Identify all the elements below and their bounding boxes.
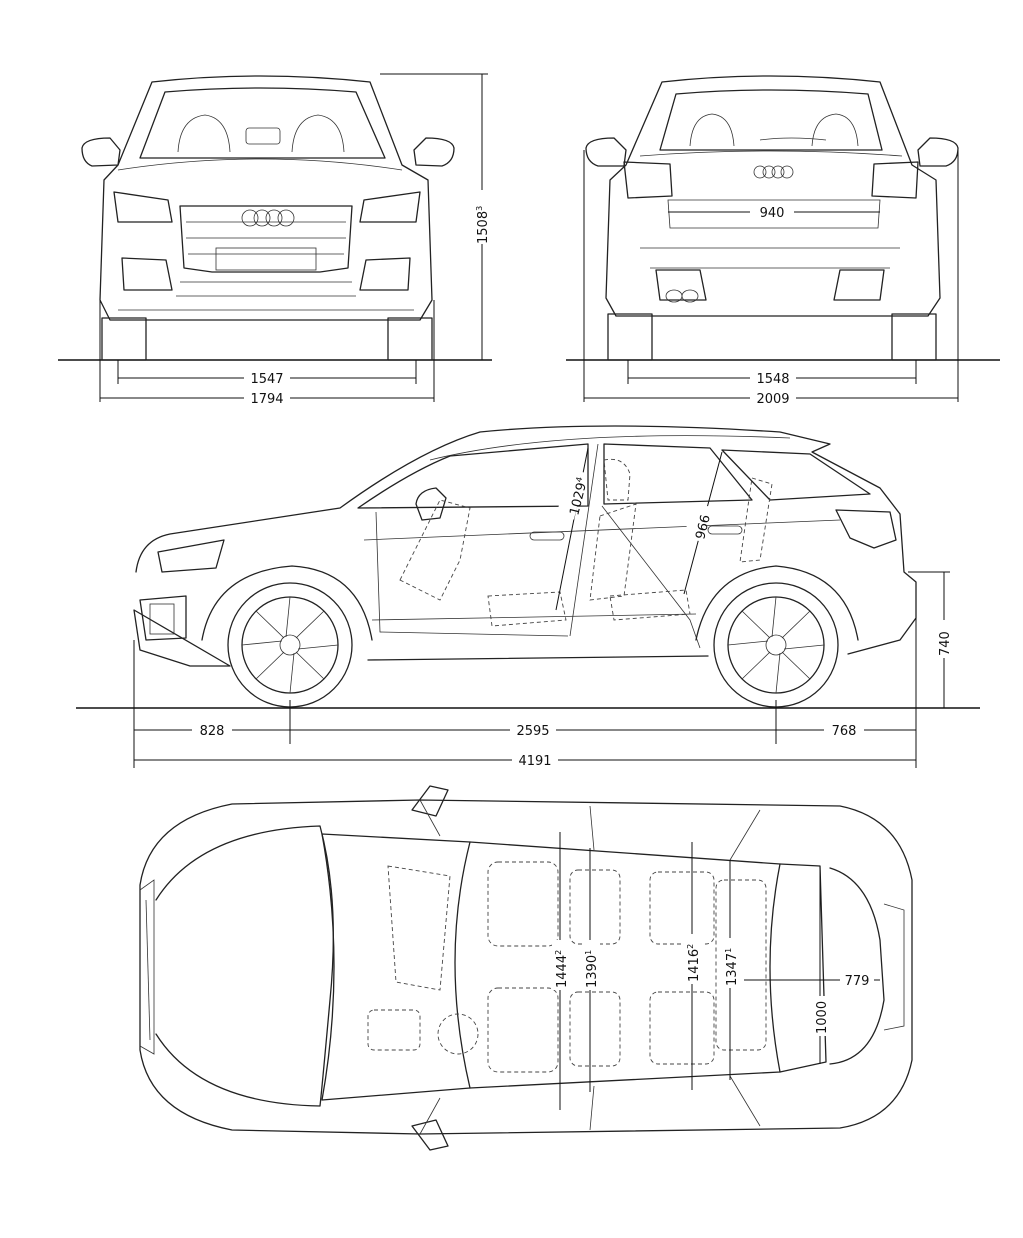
rear-shoulder-label: 14162: [686, 944, 702, 982]
load-sill-height-label: 740: [938, 631, 953, 656]
front-track-label: 1547: [250, 372, 283, 387]
front-overhang-label: 828: [200, 724, 225, 739]
interior-seats-outline: [399, 458, 773, 627]
height-label: 15083: [475, 206, 491, 244]
rear-overhang-label: 768: [832, 724, 857, 739]
top-dimensions: [559, 832, 880, 1110]
load-floor-width-label: 1000: [815, 1001, 830, 1034]
body-width-label: 1794: [250, 392, 283, 407]
rear-elbow-label: 13471: [724, 948, 740, 986]
front-elbow-label: 13901: [584, 950, 600, 988]
rear-dimensions: [583, 150, 959, 402]
rear-headroom-label: 966: [693, 513, 714, 541]
load-floor-length-label: 779: [845, 974, 870, 989]
top-view: [139, 785, 913, 1151]
tailgate-width-label: 940: [760, 206, 785, 221]
rear-view: [566, 75, 1000, 361]
wheelbase-label: 2595: [516, 724, 549, 739]
rear-wheel: [713, 582, 839, 708]
front-grille-mesh: [186, 221, 346, 255]
side-view: [76, 425, 980, 709]
overall-length-label: 4191: [518, 754, 551, 769]
width-mirrors-label: 2009: [756, 392, 789, 407]
front-shoulder-label: 14442: [554, 950, 570, 988]
interior-top-outline: [367, 861, 767, 1073]
rear-four-rings-logo-icon: [753, 165, 794, 179]
front-view: [58, 75, 492, 361]
front-wheel: [227, 582, 353, 708]
four-rings-logo-icon: [241, 209, 295, 227]
rear-track-label: 1548: [756, 372, 789, 387]
